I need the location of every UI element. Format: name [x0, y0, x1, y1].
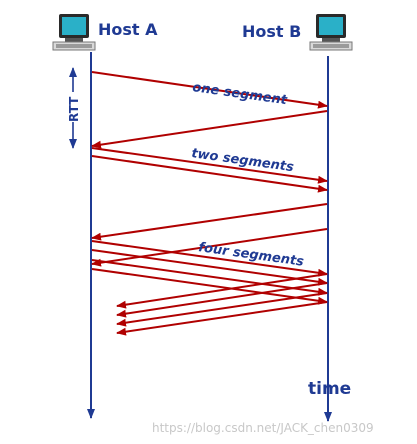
ack-arrow [116, 273, 328, 309]
ack-arrow [116, 282, 328, 318]
rtt-label: RTT [67, 96, 81, 122]
ack-arrow [116, 301, 328, 336]
host-b-label: Host B [242, 22, 301, 41]
computer-icon [52, 14, 96, 51]
watermark: https://blog.csdn.net/JACK_chen0309 [152, 421, 374, 435]
segment-arrow [91, 259, 328, 296]
segment-arrow [91, 71, 328, 109]
segment-label: one segment [191, 80, 288, 108]
ack-arrow [91, 228, 328, 267]
segment-arrow [91, 147, 328, 184]
ack-arrow [91, 110, 328, 149]
segment-arrow [91, 240, 328, 277]
time-label: time [308, 379, 351, 399]
host-a-label: Host A [98, 20, 158, 39]
segment-arrow [91, 155, 328, 193]
segment-label: four segments [197, 240, 305, 270]
segment-arrow [91, 268, 328, 305]
segment-label: two segments [190, 146, 294, 175]
ack-arrow [91, 203, 328, 241]
segment-arrow [91, 249, 328, 286]
ack-arrow [116, 292, 328, 327]
computer-icon [309, 14, 353, 51]
